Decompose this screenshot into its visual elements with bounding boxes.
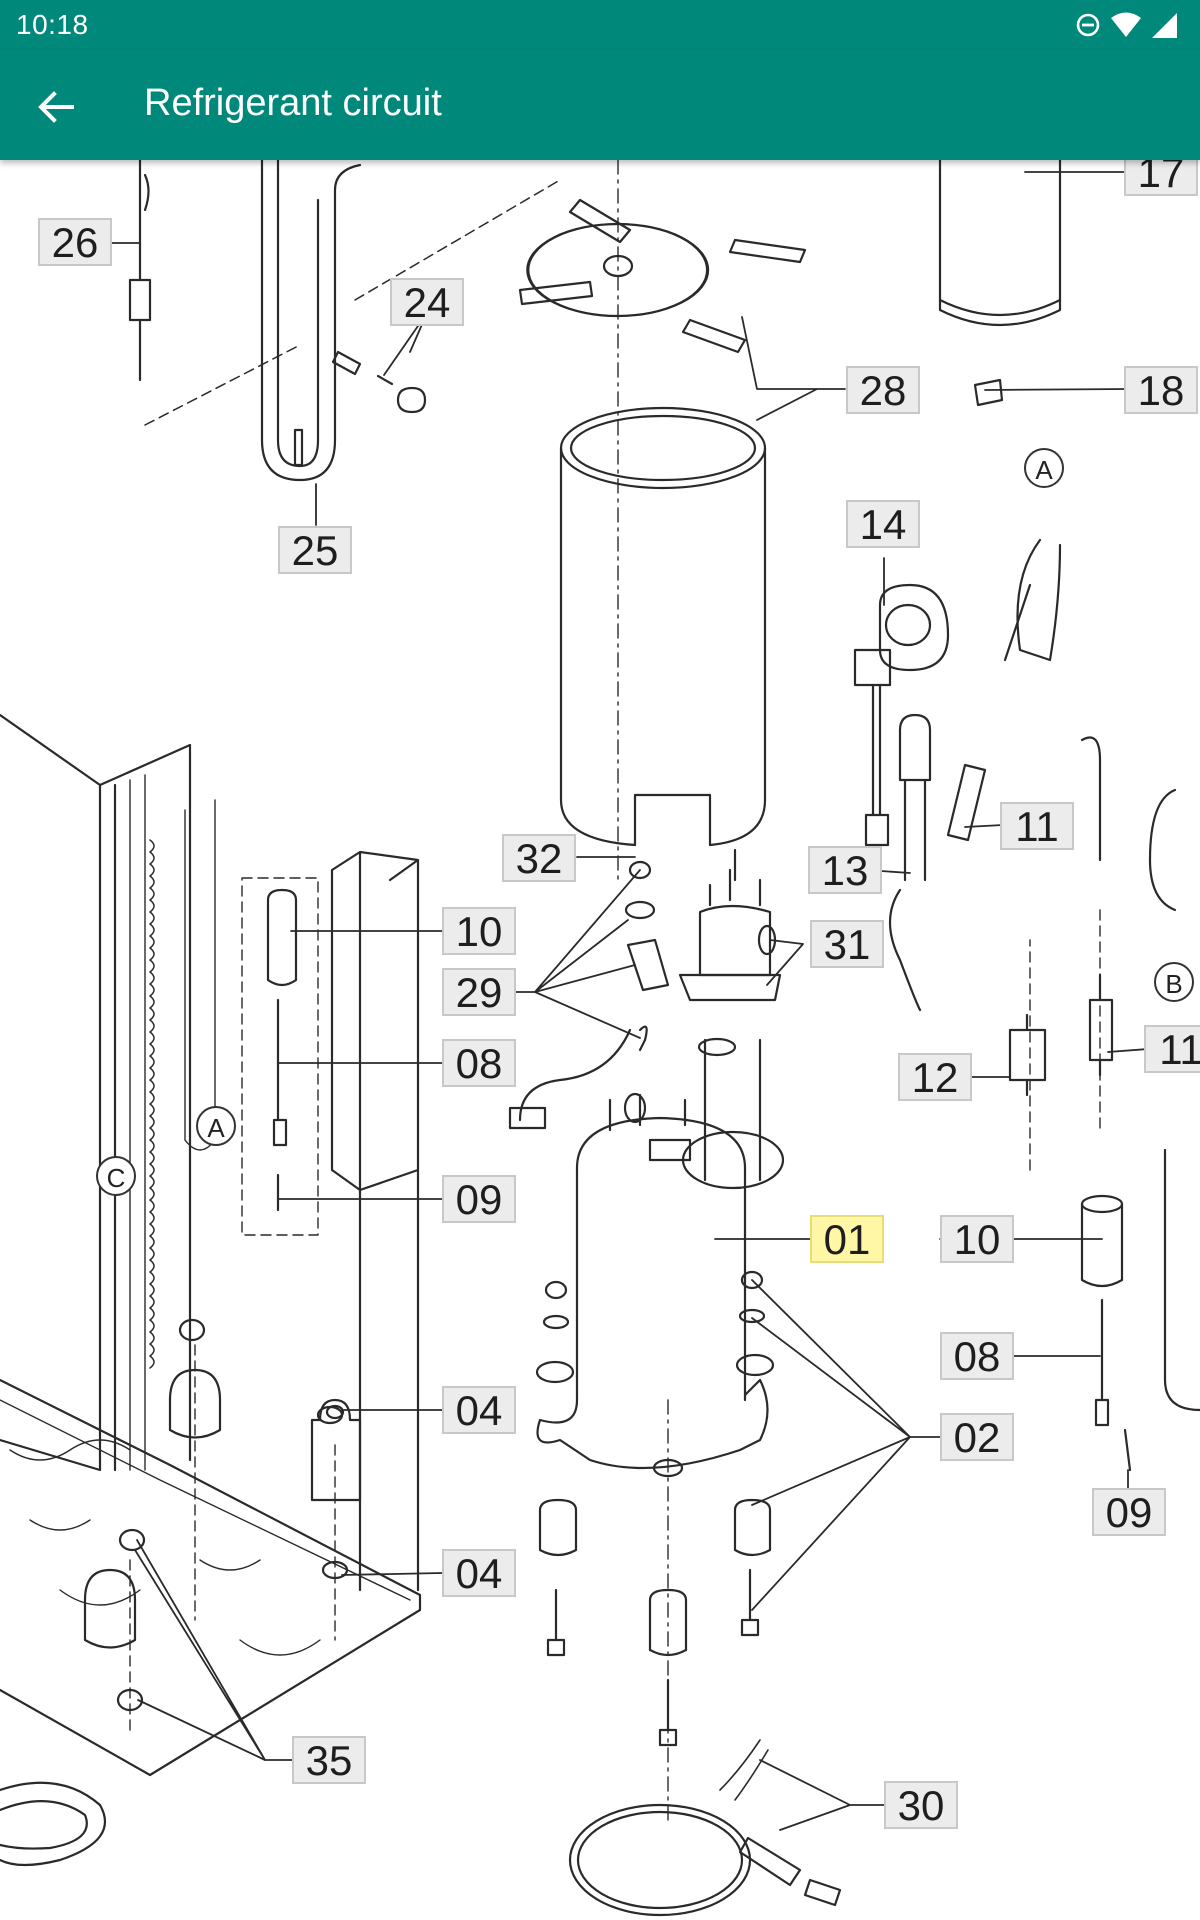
app-bar: Refrigerant circuit [0, 50, 1200, 160]
callout-28[interactable]: 28 [846, 366, 920, 414]
callout-12[interactable]: 12 [898, 1053, 972, 1101]
status-bar: 10:18 [0, 0, 1200, 50]
marker-b: B [1154, 962, 1194, 1002]
callout-08-right[interactable]: 08 [940, 1332, 1014, 1380]
callout-11-lower[interactable]: 11 [1144, 1025, 1200, 1073]
callout-10-left[interactable]: 10 [442, 907, 516, 955]
callout-01-selected[interactable]: 01 [810, 1215, 884, 1263]
callout-25[interactable]: 25 [278, 526, 352, 574]
callout-31[interactable]: 31 [810, 920, 884, 968]
callout-17[interactable]: 17 [1124, 160, 1198, 196]
wifi-icon [1111, 12, 1141, 37]
callout-11-upper[interactable]: 11 [1000, 802, 1074, 850]
callout-13[interactable]: 13 [808, 846, 882, 894]
marker-a-top: A [1024, 448, 1064, 488]
callout-10-right[interactable]: 10 [940, 1215, 1014, 1263]
arrow-back-icon[interactable] [28, 79, 84, 135]
marker-a-left: A [196, 1106, 236, 1146]
callout-24[interactable]: 24 [390, 278, 464, 326]
do-not-disturb-icon [1076, 13, 1100, 37]
marker-c: C [96, 1156, 136, 1196]
callout-02[interactable]: 02 [940, 1413, 1014, 1461]
status-time: 10:18 [16, 9, 89, 40]
status-icons [1074, 10, 1178, 40]
callout-04-lower[interactable]: 04 [442, 1549, 516, 1597]
cell-signal-icon [1152, 13, 1177, 38]
callout-26[interactable]: 26 [38, 218, 112, 266]
callout-18[interactable]: 18 [1124, 366, 1198, 414]
parts-diagram-drawing [0, 160, 1200, 1917]
callout-30[interactable]: 30 [884, 1781, 958, 1829]
callout-08-left[interactable]: 08 [442, 1039, 516, 1087]
callout-35[interactable]: 35 [292, 1736, 366, 1784]
callout-14[interactable]: 14 [846, 500, 920, 548]
callout-04-upper[interactable]: 04 [442, 1386, 516, 1434]
callout-32[interactable]: 32 [502, 834, 576, 882]
page-title: Refrigerant circuit [144, 82, 442, 124]
callout-29[interactable]: 29 [442, 968, 516, 1016]
parts-diagram: A A B C 17 26 24 28 18 25 14 11 32 13 10… [0, 160, 1200, 1920]
callout-09-left[interactable]: 09 [442, 1175, 516, 1223]
callout-09-right[interactable]: 09 [1092, 1488, 1166, 1536]
